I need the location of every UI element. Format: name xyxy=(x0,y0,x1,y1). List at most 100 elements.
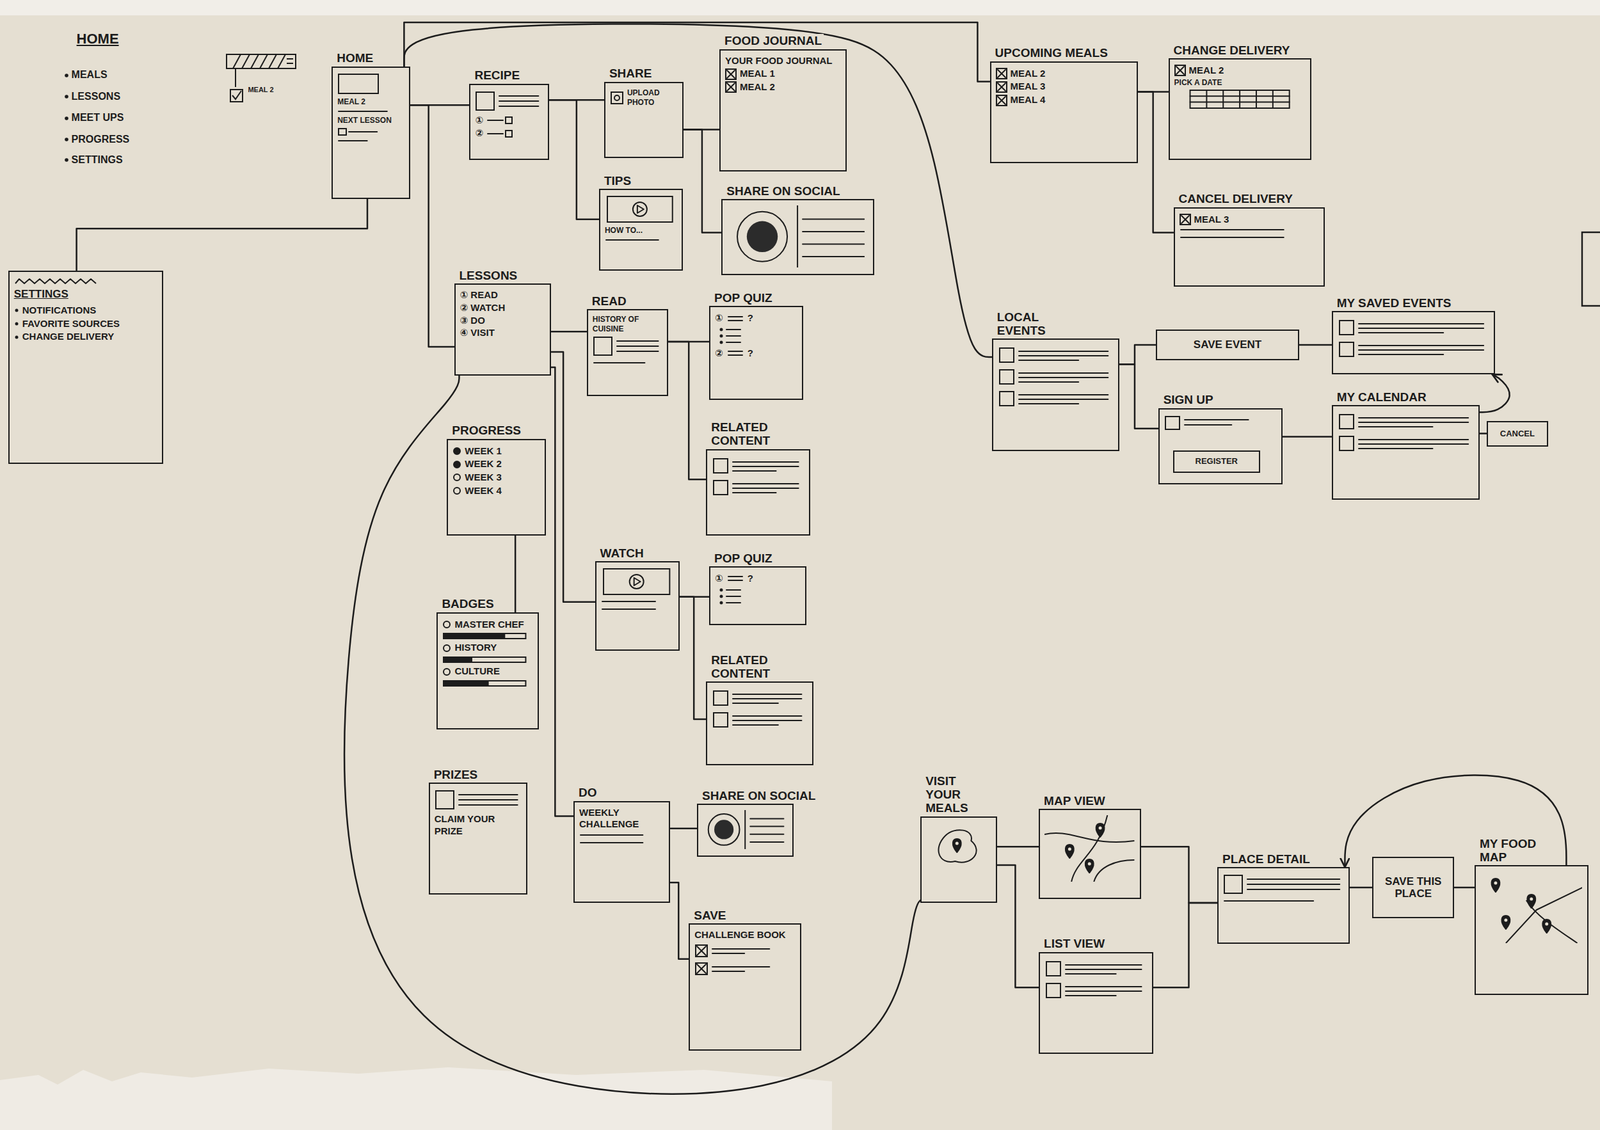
sketch-line xyxy=(997,83,1006,91)
sketch-line xyxy=(1018,376,1108,379)
sketch-rect xyxy=(999,348,1014,363)
sketch-rect xyxy=(713,458,728,473)
sketch-line xyxy=(712,966,770,968)
sketch-line xyxy=(1018,394,1108,396)
image-with-text xyxy=(592,335,663,359)
screen-text: ④ VISIT xyxy=(460,327,546,340)
social-post xyxy=(702,810,788,850)
hatch xyxy=(241,54,250,69)
sketch-line xyxy=(606,239,659,241)
image-with-text xyxy=(1223,873,1344,897)
option-dot xyxy=(720,600,724,605)
screen-text: ② xyxy=(474,127,484,140)
checkbox xyxy=(725,81,737,93)
sketch-line xyxy=(1065,973,1117,975)
screen-title: BADGES xyxy=(439,597,496,611)
sketch-circle xyxy=(629,574,644,589)
bul-row: CHANGE DELIVERY xyxy=(14,330,158,344)
sketch-rect xyxy=(695,945,708,957)
map-pin xyxy=(1504,919,1508,923)
sketch-line xyxy=(1358,448,1433,450)
paper-edge xyxy=(0,0,1600,16)
play-icon xyxy=(633,577,640,586)
sketch-line xyxy=(1018,372,1108,374)
sketch-line xyxy=(348,131,377,133)
list-rows xyxy=(997,344,1113,412)
screen-title: REGISTER xyxy=(1195,456,1238,467)
map-pin xyxy=(1491,878,1500,893)
screen-box: MAP VIEW xyxy=(1038,808,1141,899)
screen-text: WEEK 4 xyxy=(464,485,502,498)
map xyxy=(1044,815,1135,882)
sketch-line xyxy=(1247,883,1340,886)
doto-row: HISTORY xyxy=(442,641,533,655)
connector xyxy=(1153,903,1218,988)
row-row: ② xyxy=(474,127,543,140)
screen-box: READHISTORY OF CUISINE xyxy=(586,309,669,397)
sketch-line xyxy=(1018,359,1079,361)
doto-row: CULTURE xyxy=(442,665,533,678)
screen-box: RELATED CONTENT xyxy=(705,681,813,766)
sketch-rect xyxy=(996,68,1007,79)
screen-title: HOME xyxy=(334,51,376,65)
question-line xyxy=(726,574,745,584)
screen-box: VISIT YOUR MEALS xyxy=(920,816,998,904)
screen-title: SAVE xyxy=(691,908,728,923)
sketch-rect xyxy=(999,369,1014,384)
radio-dot xyxy=(442,620,452,630)
screen-text: MEAL 4 xyxy=(1010,94,1046,107)
sketch-line xyxy=(732,715,802,717)
sketch-path xyxy=(15,279,96,284)
progress-fill xyxy=(443,680,489,687)
sketch-line xyxy=(726,595,741,598)
screen-text: UPLOAD PHOTO xyxy=(627,88,678,108)
screen-text: WEEK 3 xyxy=(464,471,502,484)
screen-text: YOUR FOOD JOURNAL xyxy=(725,55,841,68)
screen-title: UPCOMING MEALS xyxy=(993,46,1110,60)
screen-box: POP QUIZ①?②? xyxy=(709,305,804,400)
screen-text: MEAL 2 xyxy=(337,97,405,107)
connector xyxy=(1479,374,1510,413)
screen-box: LESSONS① READ② WATCH③ DO④ VISIT xyxy=(454,283,552,376)
q-row: ①? xyxy=(714,312,798,325)
bullet xyxy=(14,309,18,313)
sketch-line xyxy=(1222,90,1224,109)
list-heading: HOME xyxy=(76,30,120,47)
sketch-rect xyxy=(713,691,728,706)
sketch-line xyxy=(696,964,706,974)
sketch-line xyxy=(1358,443,1469,445)
screen-text: HOW TO... xyxy=(604,225,678,236)
sketch-rect xyxy=(1175,65,1186,76)
sketch-line xyxy=(997,69,1006,78)
sketch-rect xyxy=(1224,875,1243,894)
sketch-rect xyxy=(476,92,495,111)
sketch-line xyxy=(732,702,779,704)
sketch-line xyxy=(1358,344,1484,347)
sketch-line xyxy=(802,243,864,245)
sketch-line xyxy=(616,345,659,347)
radio-dot xyxy=(453,474,461,481)
sketch-rect xyxy=(1339,414,1354,429)
play-icon xyxy=(637,205,644,214)
list-bullets xyxy=(64,73,69,162)
chk-row: MEAL 4 xyxy=(995,94,1133,107)
checkbox-row xyxy=(694,960,795,978)
screen-title: WATCH xyxy=(598,546,646,560)
sketch-line xyxy=(750,841,784,843)
sketch-line xyxy=(499,95,539,97)
radio-dot xyxy=(443,668,450,676)
option-dot xyxy=(720,341,724,345)
screen-title: MY CALENDAR xyxy=(1335,390,1429,404)
screen-text: ① xyxy=(714,572,724,585)
cam-row: UPLOAD PHOTO xyxy=(609,88,678,108)
connector xyxy=(410,104,455,347)
sketch-line xyxy=(802,218,864,220)
sketch-line xyxy=(997,96,1006,105)
sketch-circle xyxy=(632,202,648,217)
sketch-line xyxy=(487,133,504,135)
screen-box: TIPSHOW TO... xyxy=(599,188,683,271)
screen-text: CLAIM YOUR PRIZE xyxy=(434,813,523,838)
sketch-line xyxy=(1018,381,1079,383)
screen-text: MEAL 2 xyxy=(1189,64,1225,77)
